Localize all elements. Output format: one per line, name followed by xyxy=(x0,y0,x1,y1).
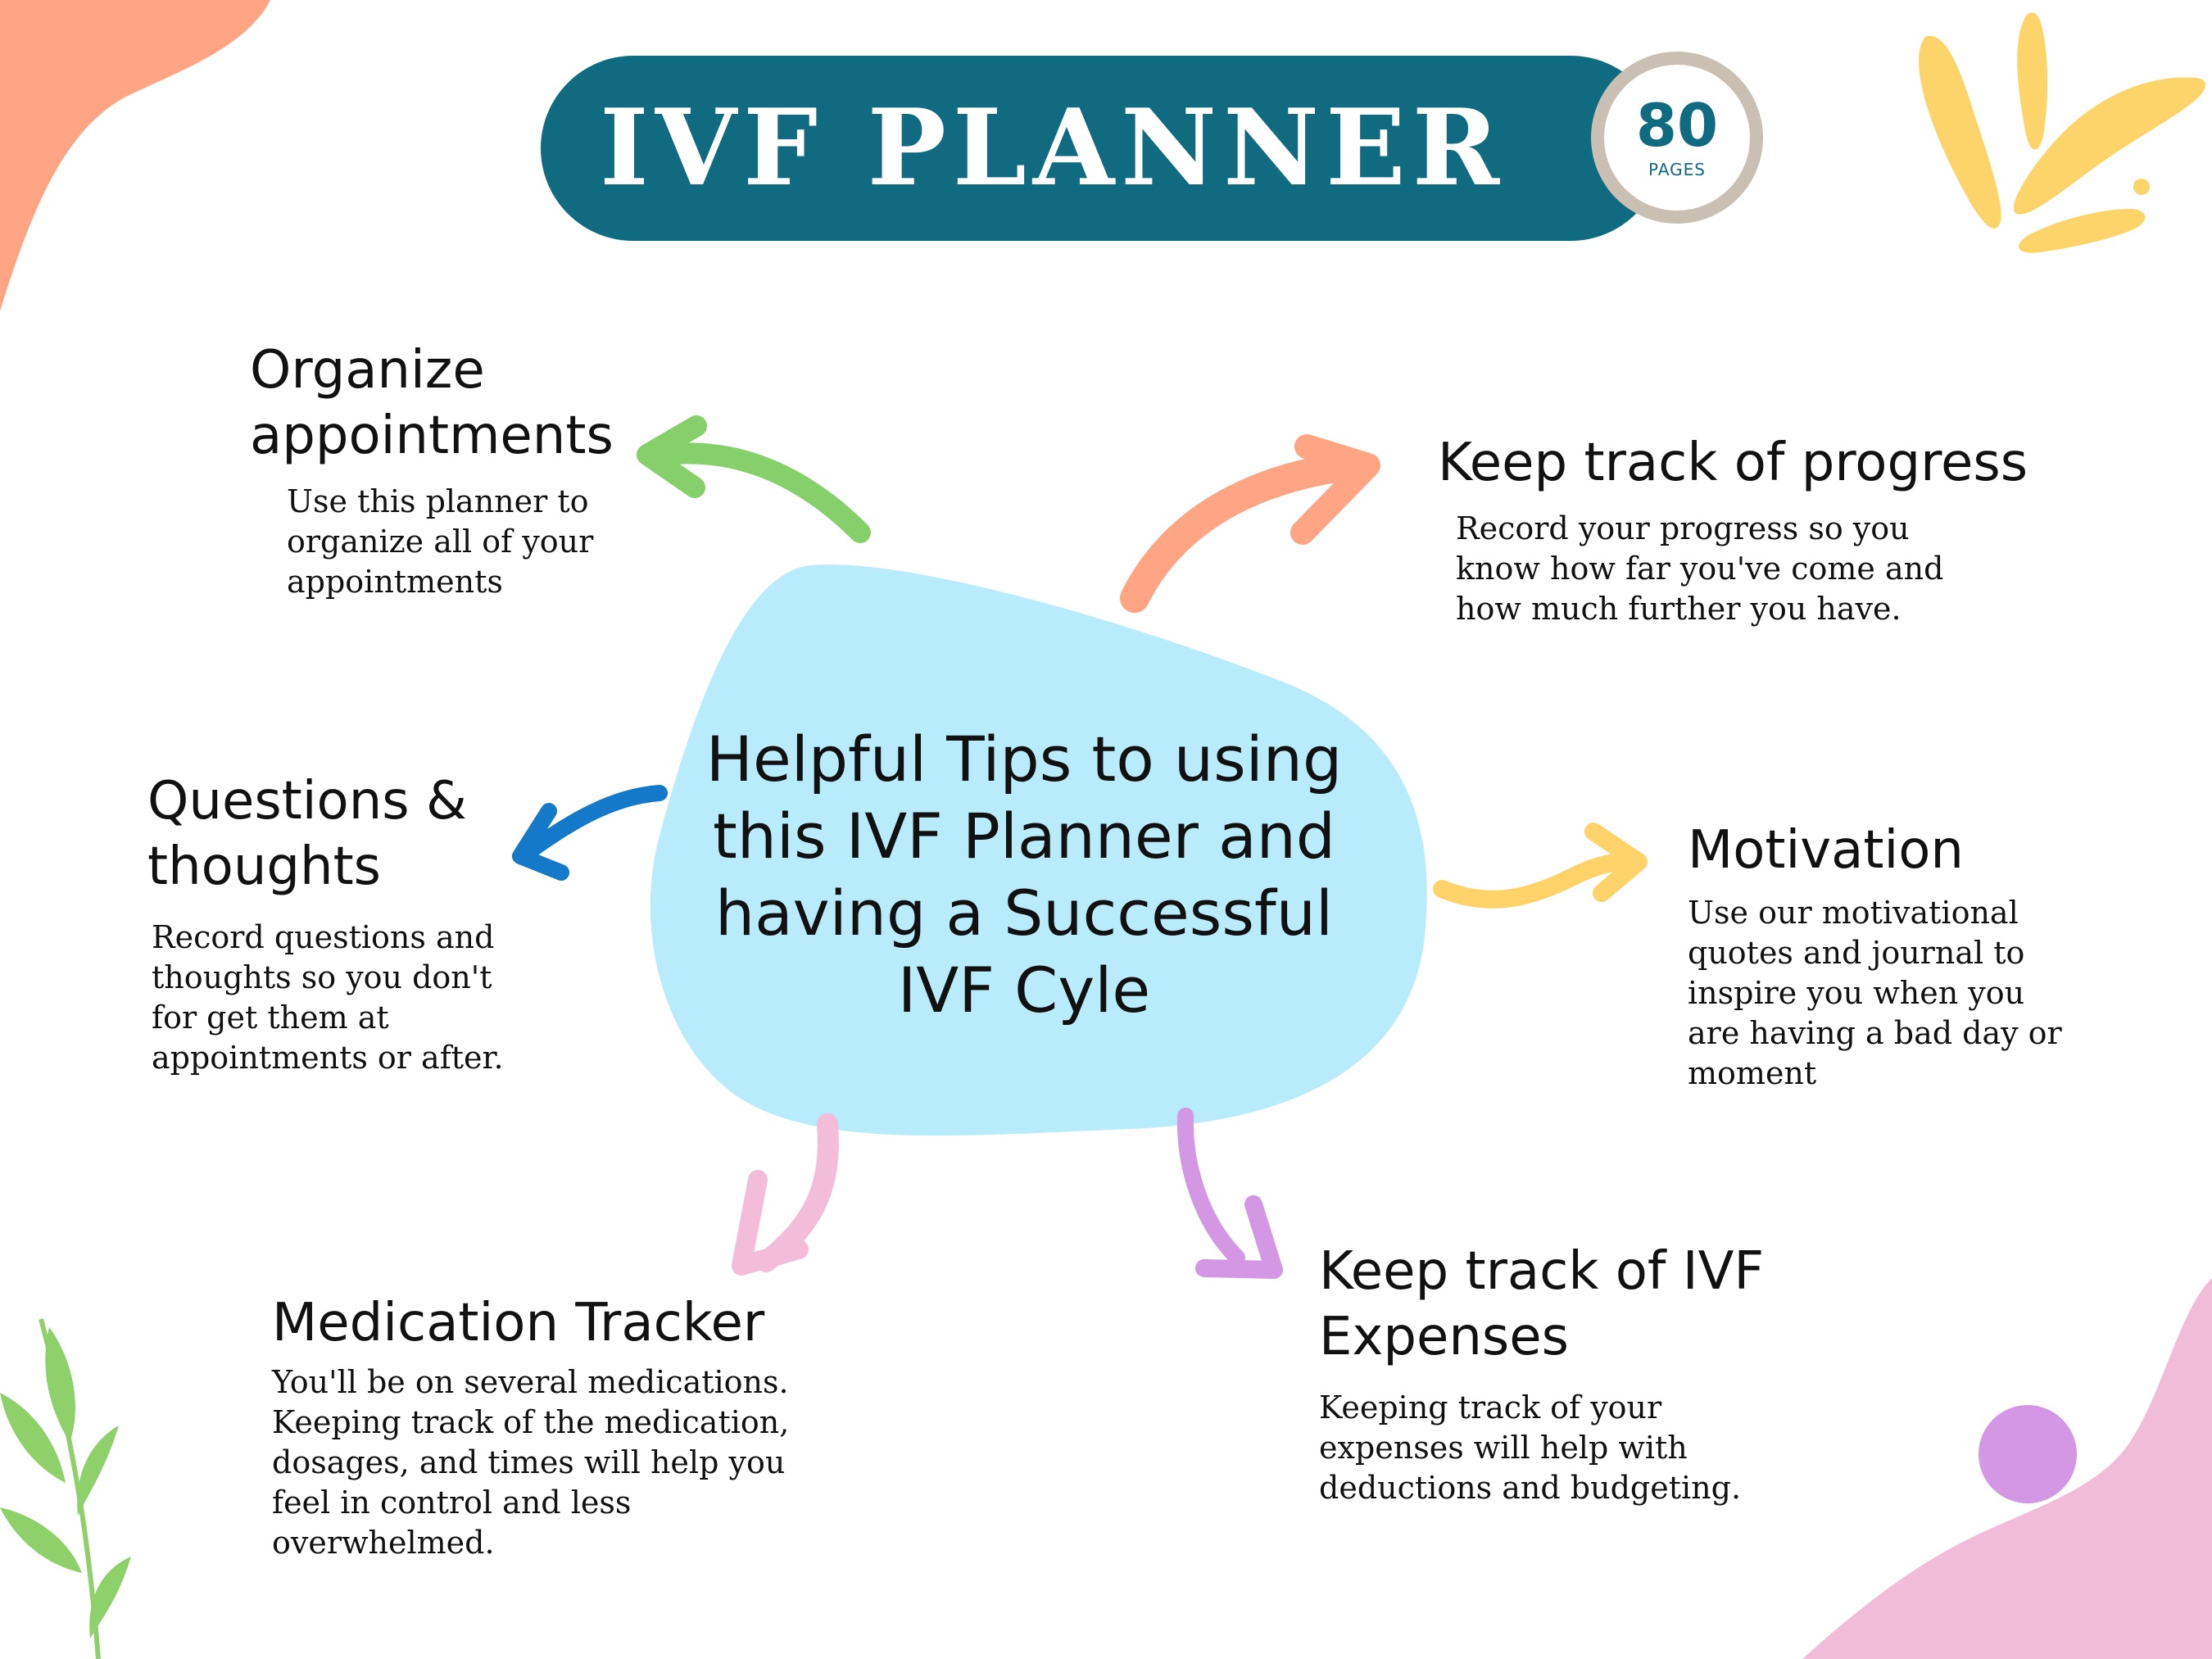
tip-medication: Medication Tracker You'll be on several … xyxy=(272,1290,845,1563)
tip-expenses: Keep track of IVF Expenses Keeping track… xyxy=(1319,1239,1811,1508)
arrow-organize xyxy=(637,415,871,543)
arrow-progress xyxy=(1120,434,1380,613)
tip-expenses-desc: Keeping track of your expenses will help… xyxy=(1319,1389,1742,1506)
pages-badge: 80 PAGES xyxy=(1591,52,1763,224)
purple-dot xyxy=(1979,1405,2077,1503)
tip-expenses-title: Keep track of IVF Expenses xyxy=(1319,1241,1765,1367)
leaf-icon xyxy=(0,1318,131,1659)
tip-questions-desc: Record questions and thoughts so you don… xyxy=(152,919,504,1076)
tip-motivation: Motivation Use our motivational quotes a… xyxy=(1688,818,2081,1094)
tip-organize-desc: Use this planner to organize all of your… xyxy=(287,483,594,600)
tip-questions: Questions & thoughts Record questions an… xyxy=(147,768,533,1078)
tip-motivation-desc: Use our motivational quotes and journal … xyxy=(1688,895,2062,1091)
tip-motivation-title: Motivation xyxy=(1688,820,1964,881)
splash-icon xyxy=(1919,12,2205,253)
pages-badge-inner: 80 PAGES xyxy=(1604,65,1750,211)
tip-progress-title: Keep track of progress xyxy=(1438,433,2028,493)
tip-progress: Keep track of progress Record your progr… xyxy=(1438,430,2060,629)
arrow-questions xyxy=(512,785,668,881)
arrow-motivation xyxy=(1433,823,1648,909)
pages-label: PAGES xyxy=(1648,160,1706,179)
tip-organize-title: Organize appointments xyxy=(250,340,614,466)
tip-questions-title: Questions & thoughts xyxy=(147,771,467,897)
center-heading: Helpful Tips to using this IVF Planner a… xyxy=(705,723,1343,1027)
arrow-medication xyxy=(732,1113,839,1276)
page-title: IVF PLANNER xyxy=(599,87,1507,210)
tip-medication-desc: You'll be on several medications. Keepin… xyxy=(272,1364,790,1561)
arrow-expenses xyxy=(1176,1108,1283,1279)
tip-progress-desc: Record your progress so you know how far… xyxy=(1456,510,1944,627)
tip-organize: Organize appointments Use this planner t… xyxy=(250,338,643,602)
corner-blob-top-left xyxy=(0,0,270,311)
corner-blob-bottom-right xyxy=(1802,1278,2212,1659)
tip-medication-title: Medication Tracker xyxy=(272,1293,765,1353)
header-banner: IVF PLANNER xyxy=(541,56,1663,241)
pages-count: 80 xyxy=(1635,91,1719,160)
